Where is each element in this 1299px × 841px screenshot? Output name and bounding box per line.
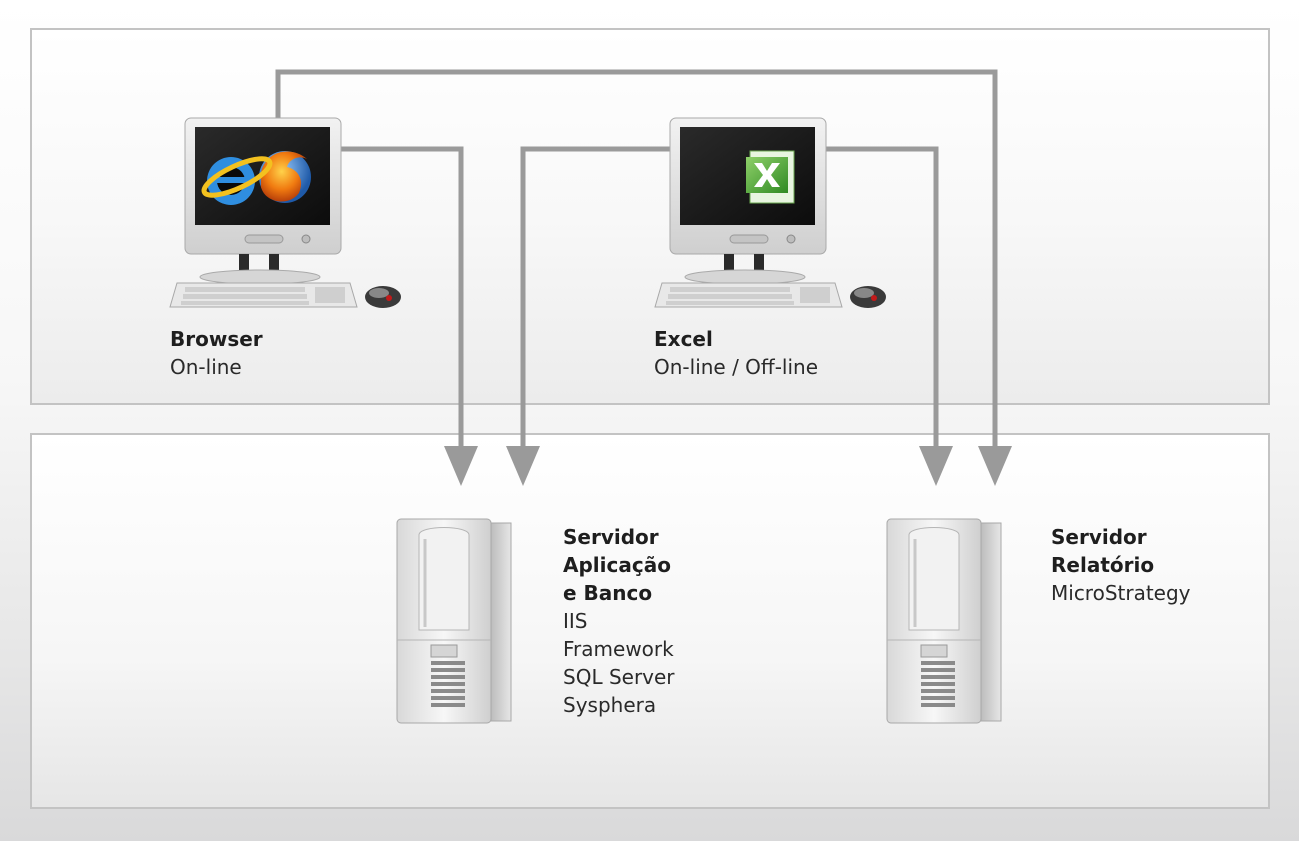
app-server-tower-icon [396, 518, 512, 724]
browser-workstation-icon [169, 117, 401, 308]
server-title-line: Relatório [1051, 553, 1155, 577]
excel-client-label: Excel On-line / Off-line [654, 325, 818, 381]
browser-client-label: Browser On-line [170, 325, 263, 381]
app-server-label: Servidor Aplicação e Banco IIS Framework… [563, 523, 675, 719]
arrowhead-app-server-1 [444, 446, 478, 486]
report-server-label: Servidor Relatório MicroStrategy [1051, 523, 1191, 607]
server-title-line: Servidor [1051, 525, 1147, 549]
connector-browser-to-app-server [340, 146, 464, 458]
server-detail: MicroStrategy [1051, 581, 1191, 605]
server-title-line: Aplicação [563, 553, 671, 577]
client-title: Excel [654, 327, 713, 351]
arrowhead-report-server-1 [919, 446, 953, 486]
connector-browser-to-report-server [275, 69, 998, 458]
server-detail: IIS [563, 609, 588, 633]
server-detail: Framework [563, 637, 674, 661]
server-detail: Sysphera [563, 693, 657, 717]
arrowhead-report-server-2 [978, 446, 1012, 486]
connector-excel-to-report-server [820, 146, 939, 458]
excel-workstation-icon [654, 117, 886, 308]
server-title-line: e Banco [563, 581, 653, 605]
client-subtitle: On-line [170, 355, 242, 379]
server-detail: SQL Server [563, 665, 675, 689]
connector-excel-to-app-server [520, 146, 672, 458]
arrowhead-app-server-2 [506, 446, 540, 486]
report-server-tower-icon [886, 518, 1002, 724]
servers-panel [30, 433, 1270, 809]
server-title-line: Servidor [563, 525, 659, 549]
client-title: Browser [170, 327, 263, 351]
client-subtitle: On-line / Off-line [654, 355, 819, 379]
